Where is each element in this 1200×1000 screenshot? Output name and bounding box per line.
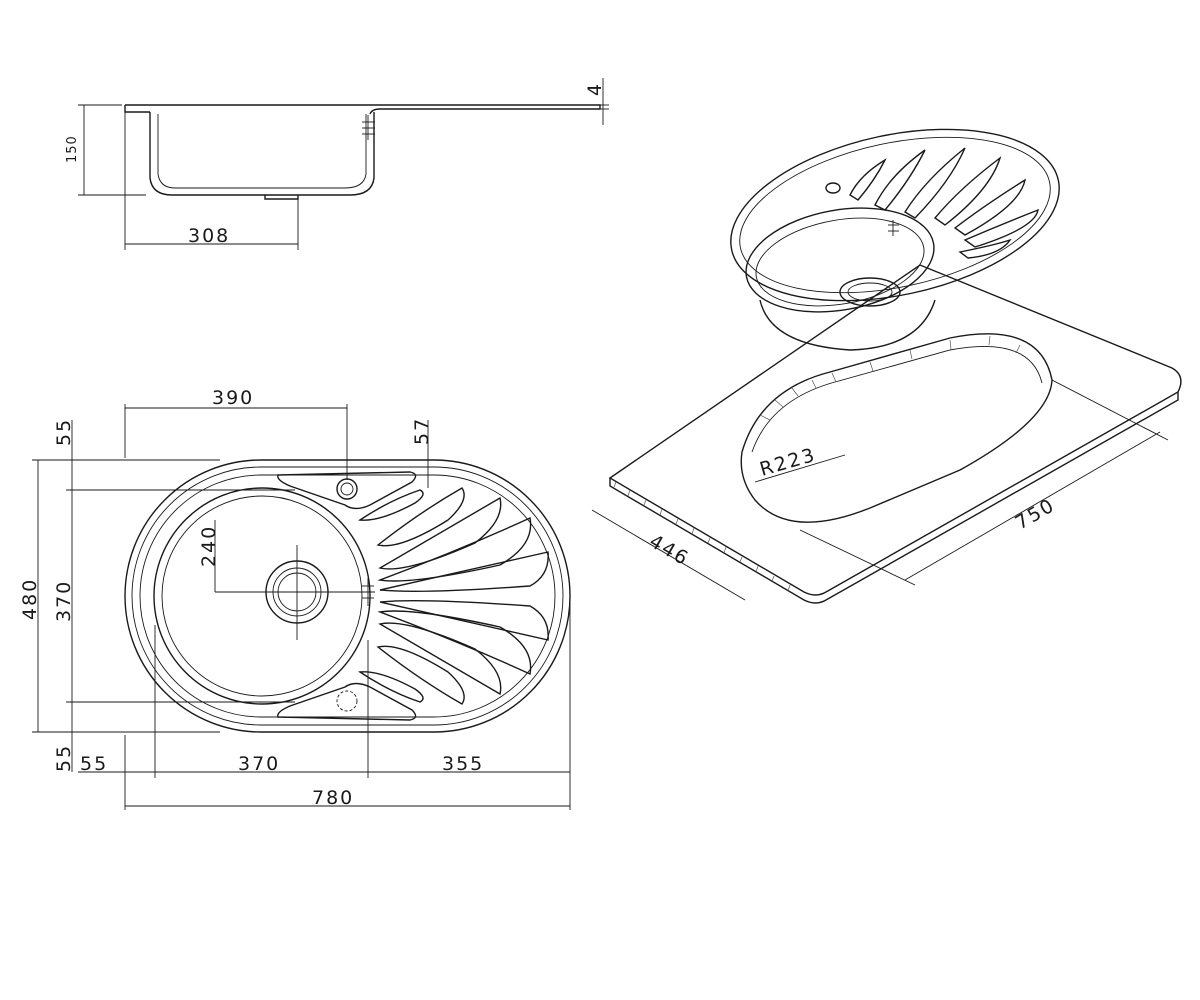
dim-cutout-446: 446 bbox=[646, 530, 694, 570]
dim-total-780: 780 bbox=[312, 787, 354, 809]
iso-tap-hole bbox=[825, 182, 841, 194]
drainer-grooves bbox=[357, 487, 549, 705]
dim-gap-55-top: 55 bbox=[53, 418, 75, 446]
cutout-edge-hatch bbox=[759, 335, 1021, 421]
countertop-edge-hatch bbox=[613, 481, 791, 592]
dim-radius-R223: R223 bbox=[757, 444, 818, 481]
dim-drainer-355: 355 bbox=[442, 753, 484, 775]
dim-drain-57: 57 bbox=[411, 417, 433, 445]
iso-sink-rim bbox=[730, 128, 1060, 302]
iso-countertop: R223 750 446 bbox=[591, 264, 1182, 604]
overflow-hole bbox=[336, 690, 358, 712]
dim-bowl-center-240: 240 bbox=[198, 525, 220, 567]
countertop-cutout bbox=[740, 333, 1053, 523]
dim-tap-offset-390: 390 bbox=[212, 387, 254, 409]
dim-bowl-370-vertical: 370 bbox=[53, 580, 75, 622]
dim-width-308: 308 bbox=[188, 225, 230, 247]
dim-depth-150: 150 bbox=[65, 135, 80, 163]
countertop-top-face bbox=[608, 264, 1182, 596]
sink-outer-outline bbox=[124, 459, 571, 733]
side-section-view: 150 308 4 bbox=[65, 78, 609, 250]
dim-gap-55-bottom: 55 bbox=[53, 744, 75, 772]
dim-height-480: 480 bbox=[19, 578, 41, 620]
dim-edge-55: 55 bbox=[80, 753, 108, 775]
dim-cutout-750: 750 bbox=[1012, 494, 1060, 534]
dim-bowl-370-horizontal: 370 bbox=[238, 753, 280, 775]
bowl-outline bbox=[153, 487, 371, 705]
isometric-view: R223 750 446 bbox=[591, 128, 1182, 604]
iso-sink bbox=[730, 128, 1060, 351]
iso-drain bbox=[839, 277, 901, 307]
tap-hole bbox=[336, 478, 358, 500]
dim-thickness-4: 4 bbox=[584, 82, 606, 96]
top-plan-view: 390 57 480 370 55 55 240 55 370 355 780 bbox=[19, 387, 571, 810]
